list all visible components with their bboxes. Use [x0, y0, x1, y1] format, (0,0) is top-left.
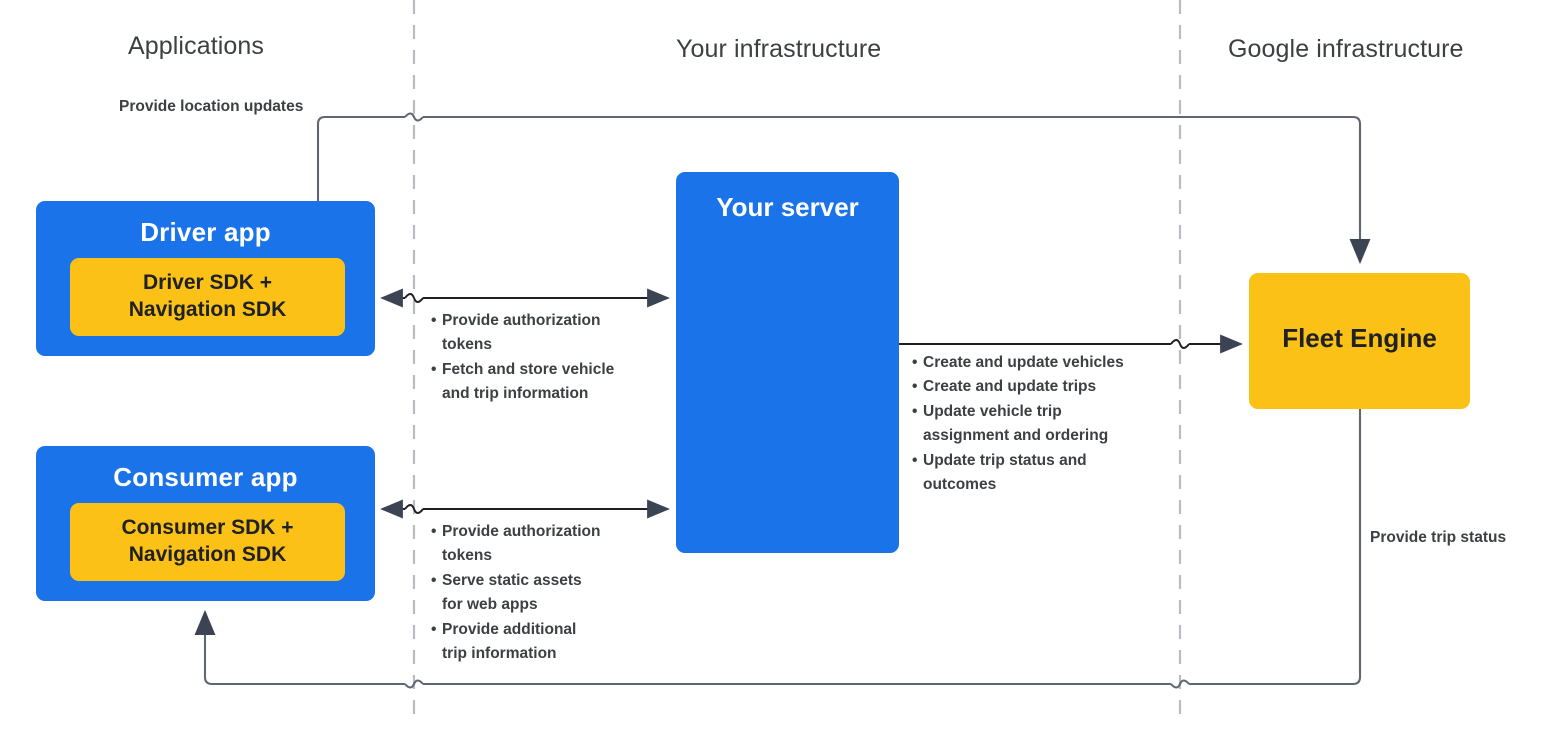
node-your-server[interactable]: Your server: [676, 172, 899, 553]
node-fleet-engine[interactable]: Fleet Engine: [1249, 273, 1470, 409]
driver-sdk-label-line1: Driver SDK +: [143, 271, 272, 295]
list-item: Provide authorization tokens: [431, 520, 661, 569]
edge-bullets-consumer-server: Provide authorization tokens Serve stati…: [431, 520, 661, 667]
your-server-title: Your server: [716, 192, 859, 222]
edge-label-trip-status: Provide trip status: [1370, 529, 1507, 546]
zone-title-applications: Applications: [128, 32, 265, 60]
edge-bullets-server-fleet: Create and update vehicles Create and up…: [912, 351, 1162, 498]
list-item: Serve static assets for web apps: [431, 569, 661, 618]
node-driver-sdk[interactable]: Driver SDK + Navigation SDK: [70, 258, 345, 336]
list-item: Create and update trips: [912, 375, 1162, 400]
edge-bullets-driver-server: Provide authorization tokens Fetch and s…: [431, 309, 661, 407]
consumer-sdk-label-line2: Navigation SDK: [128, 543, 287, 566]
consumer-app-title: Consumer app: [113, 462, 298, 492]
list-item: Update trip status and outcomes: [912, 449, 1162, 498]
edge-consumer-server: [380, 499, 670, 519]
fleet-engine-title: Fleet Engine: [1282, 323, 1437, 353]
consumer-sdk-label-line1: Consumer SDK +: [121, 516, 294, 540]
list-item: Provide authorization tokens: [431, 309, 661, 358]
edge-label-location-updates: Provide location updates: [119, 98, 304, 115]
consumer-sdk-label: Consumer SDK + Navigation SDK: [121, 515, 293, 569]
list-item: Create and update vehicles: [912, 351, 1162, 376]
driver-sdk-label-line2: Navigation SDK: [128, 298, 287, 321]
list-item: Update vehicle trip assignment and order…: [912, 400, 1162, 449]
edge-driver-server: [380, 288, 670, 308]
list-item: Fetch and store vehicle and trip informa…: [431, 358, 661, 407]
driver-app-title: Driver app: [140, 217, 271, 247]
driver-sdk-label: Driver SDK + Navigation SDK: [129, 270, 287, 324]
edge-server-fleet: [899, 334, 1243, 354]
list-item: Provide additional trip information: [431, 618, 661, 667]
zone-title-google-infrastructure: Google infrastructure: [1228, 35, 1464, 63]
node-consumer-sdk[interactable]: Consumer SDK + Navigation SDK: [70, 503, 345, 581]
zone-title-your-infrastructure: Your infrastructure: [676, 35, 882, 63]
